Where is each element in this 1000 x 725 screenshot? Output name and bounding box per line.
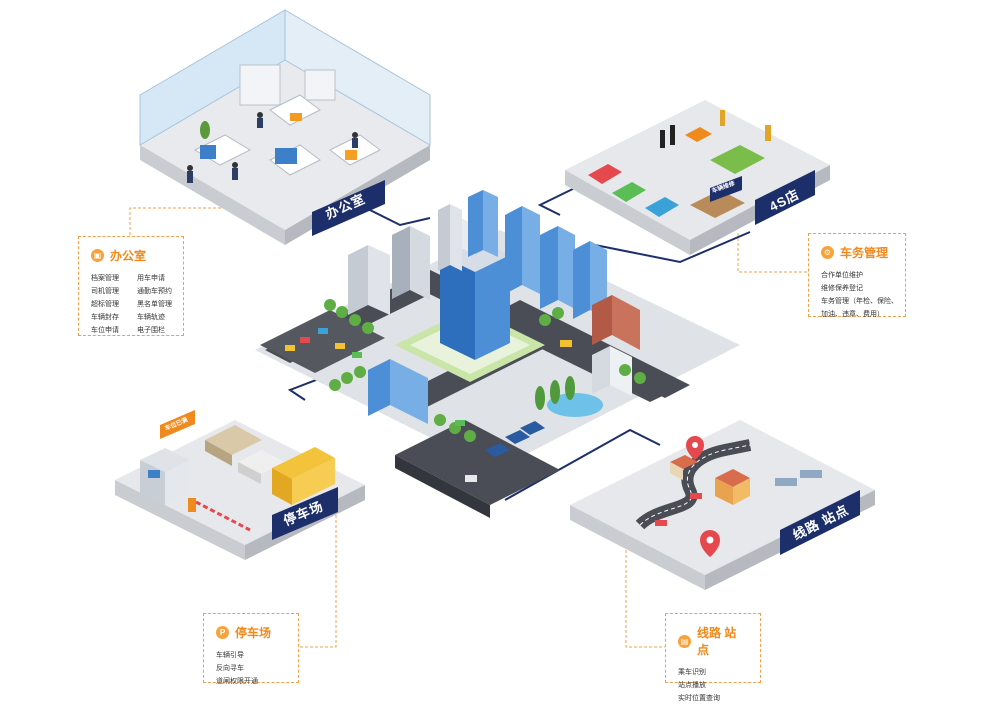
vehicle-item: 车务管理（年检、保险、 <box>821 298 898 305</box>
route-panel-title: ▤ 线路 站点 <box>678 624 748 658</box>
vehicle-item: 加油、违章、费用） <box>821 311 884 318</box>
shop-badge <box>710 176 742 202</box>
office-items: 档案管理 用车申请 司机管理 通勤车预约 超标管理 黑名单管理 车辆封存 车辆轨… <box>91 272 172 337</box>
office-item: 车位申请 <box>91 327 119 334</box>
vehicle-item: 维修保养登记 <box>821 285 863 292</box>
vehicle-panel-title-text: 车务管理 <box>840 246 889 260</box>
parking-info-panel: P 停车场 车辆引导 反向寻车 道闸权限开通 <box>203 613 299 685</box>
leader-vehicle <box>737 233 808 273</box>
office-item: 车辆轨迹 <box>137 314 165 321</box>
office-info-panel: ▣ 办公室 档案管理 用车申请 司机管理 通勤车预约 超标管理 黑名单管理 车辆… <box>78 236 184 336</box>
office-platform <box>139 9 431 245</box>
office-icon: ▣ <box>91 249 104 262</box>
shop-platform <box>565 100 830 255</box>
leader-lines <box>129 207 808 648</box>
leader-route <box>625 520 665 648</box>
parking-panel-title: P 停车场 <box>216 624 286 641</box>
bus-icon: ▤ <box>678 634 691 648</box>
vehicle-panel-title: ⚙ 车务管理 <box>821 244 893 261</box>
parking-platform <box>115 410 365 560</box>
parking-banner <box>272 487 338 540</box>
office-item: 黑名单管理 <box>137 301 172 308</box>
office-item: 通勤车预约 <box>137 288 172 295</box>
parking-panel-title-text: 停车场 <box>235 626 272 640</box>
office-banner <box>312 180 385 236</box>
connector-shop-2 <box>594 231 751 264</box>
vehicle-info-panel: ⚙ 车务管理 合作单位维护 维修保养登记 车务管理（年检、保险、 加油、违章、费… <box>808 233 906 318</box>
office-item: 车辆封存 <box>91 314 119 321</box>
parking-item: 车辆引导 <box>216 652 244 659</box>
parking-item: 反向寻车 <box>216 665 244 672</box>
route-platform <box>570 420 875 590</box>
vehicle-items: 合作单位维护 维修保养登记 车务管理（年检、保险、 加油、违章、费用） <box>821 269 898 321</box>
route-item: 实时位置查询 <box>678 695 720 702</box>
vehicle-item: 合作单位维护 <box>821 272 863 279</box>
office-item: 档案管理 <box>91 275 119 282</box>
parking-item: 道闸权限开通 <box>216 678 258 685</box>
connector-office <box>369 209 431 227</box>
route-panel-title-text: 线路 站点 <box>696 626 737 657</box>
office-panel-title: ▣ 办公室 <box>91 247 171 264</box>
office-panel-title-text: 办公室 <box>110 249 147 263</box>
parking-icon: P <box>216 626 229 639</box>
office-item: 电子围栏 <box>137 327 165 334</box>
route-info-panel: ▤ 线路 站点 乘车识别 站点播放 实时位置查询 <box>665 613 761 702</box>
leader-office <box>129 207 258 235</box>
route-items: 乘车识别 站点播放 实时位置查询 <box>678 666 748 705</box>
office-item: 用车申请 <box>137 275 165 282</box>
route-item: 乘车识别 <box>678 669 706 676</box>
shop-banner <box>755 170 815 225</box>
office-item: 司机管理 <box>91 288 119 295</box>
city-center <box>255 190 740 518</box>
parking-items: 车辆引导 反向寻车 道闸权限开通 <box>216 649 286 688</box>
leader-parking <box>298 500 337 648</box>
car-service-icon: ⚙ <box>821 246 834 259</box>
route-item: 站点播放 <box>678 682 706 689</box>
parking-badge <box>160 410 195 439</box>
office-item: 超标管理 <box>91 301 119 308</box>
route-banner <box>780 490 860 555</box>
